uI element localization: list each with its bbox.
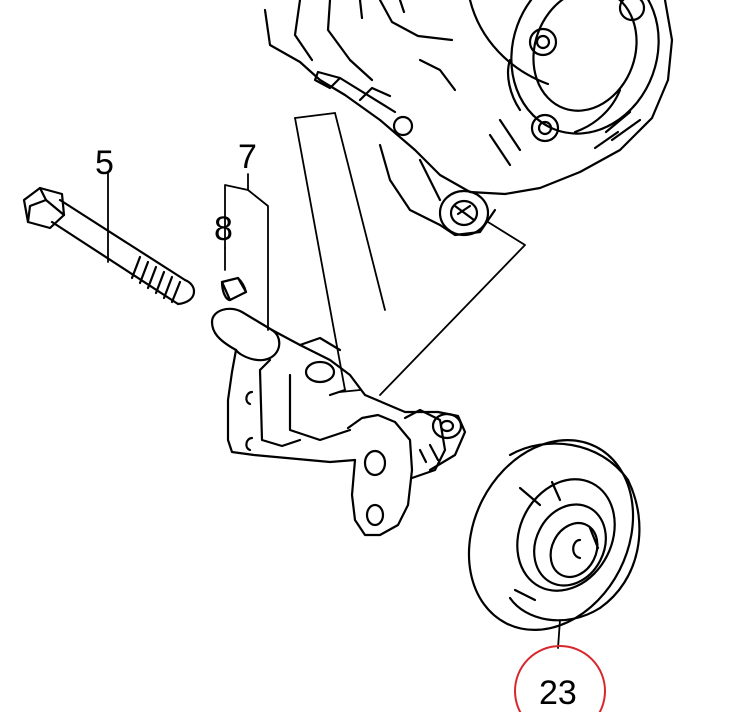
sleeve xyxy=(220,247,248,302)
alternator xyxy=(263,0,674,237)
idler-pulley xyxy=(467,439,641,649)
callout-23: 23 xyxy=(539,674,577,712)
assembly-guide-lines xyxy=(294,112,526,396)
callout-8: 8 xyxy=(214,210,233,248)
callout-5: 5 xyxy=(95,144,114,182)
mounting-bracket xyxy=(210,307,467,537)
callout-7: 7 xyxy=(238,138,257,176)
bolt xyxy=(22,171,195,306)
leader-7 xyxy=(224,173,269,331)
